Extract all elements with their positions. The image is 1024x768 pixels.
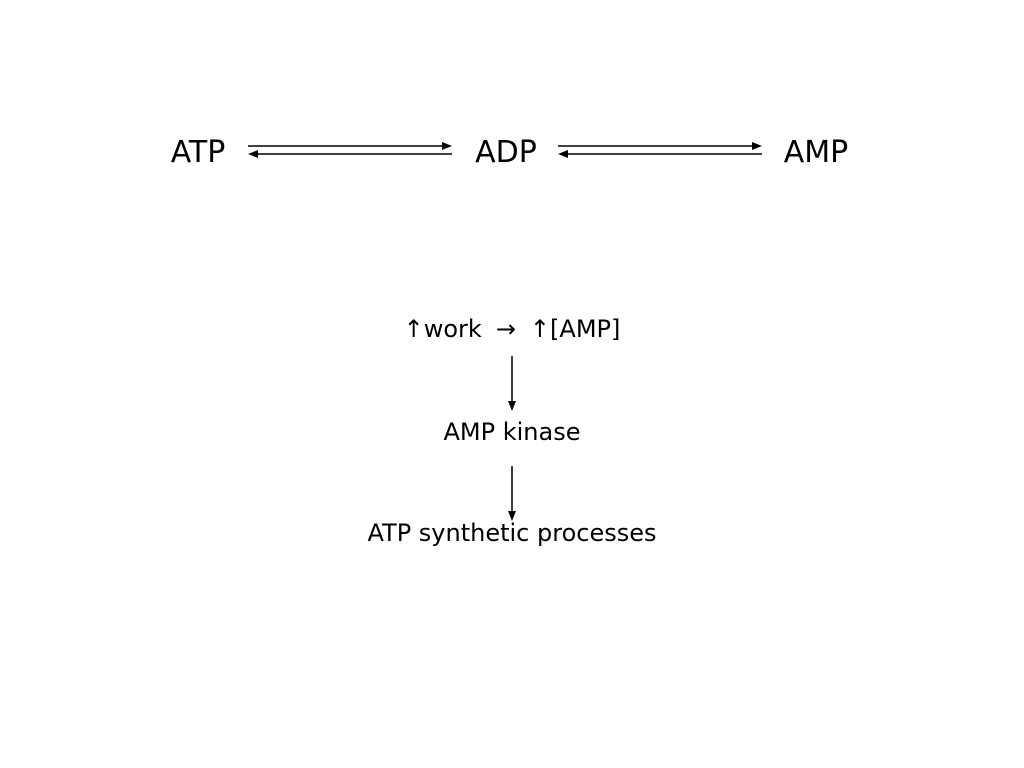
adp-label: ADP xyxy=(475,135,537,170)
work-label: work xyxy=(423,315,482,343)
amp-label: AMP xyxy=(783,135,849,170)
amp-up-arrow: ↑ xyxy=(529,315,551,343)
yields-arrow: → xyxy=(495,315,516,343)
amp-kinase-label: AMP kinase xyxy=(443,418,581,446)
equilibrium-arrows-atp-adp xyxy=(248,142,452,158)
equilibrium-arrows-adp-amp xyxy=(558,142,762,158)
atp-synthetic-processes-label: ATP synthetic processes xyxy=(367,519,657,547)
work-up-arrow: ↑ xyxy=(403,315,424,343)
down-arrow-to-kinase xyxy=(508,356,516,411)
down-arrow-to-processes xyxy=(508,466,516,521)
atp-label: ATP xyxy=(170,135,226,170)
amp-concentration-label: [AMP] xyxy=(550,315,621,343)
work-amp-row: ↑work→↑[AMP] xyxy=(404,315,621,343)
